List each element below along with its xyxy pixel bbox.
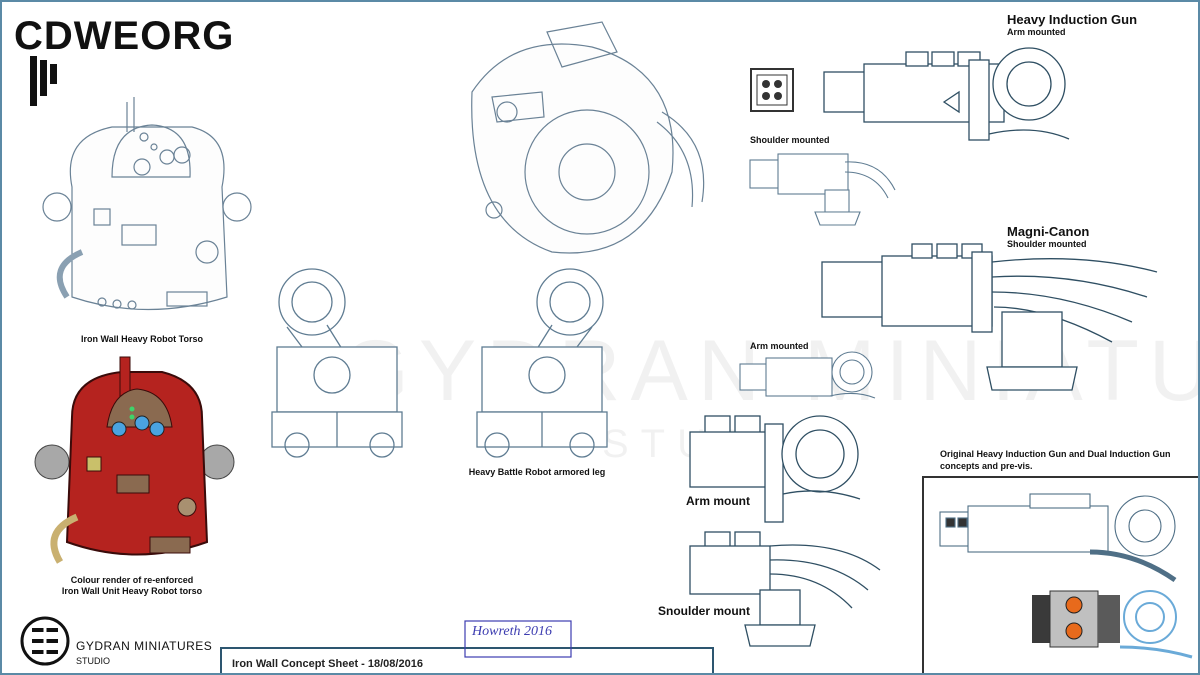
original-concept-colour — [1032, 590, 1193, 659]
heavy-gun-sub: Arm mounted — [1007, 27, 1066, 37]
label-shoulder-mounted: Shoulder mounted — [750, 135, 830, 145]
small-hatch-icon — [750, 68, 794, 112]
caption-colour-render-2: Iron Wall Unit Heavy Robot torso — [61, 586, 203, 596]
signature-box — [464, 620, 572, 658]
sheet-title: Iron Wall Concept Sheet - 18/08/2016 — [232, 658, 423, 670]
heavy-gun-shoulder-drawing — [749, 153, 896, 226]
magni-title: Magni-Canon — [1007, 224, 1090, 239]
label-arm-mounted: Arm mounted — [750, 341, 809, 351]
upper-body-sketch — [471, 21, 705, 254]
label-shoulder-mount: Snoulder mount — [658, 604, 750, 618]
title-bar: Iron Wall Concept Sheet - 18/08/2016 — [220, 647, 714, 673]
label-arm-mount: Arm mount — [686, 494, 750, 508]
magni-sub: Shoulder mounted — [1007, 239, 1087, 249]
leg-sketch-left — [271, 268, 403, 458]
logo-mark-icon — [30, 56, 57, 106]
heavy-gun-arm-drawing — [823, 47, 1070, 141]
caption-torso: Iron Wall Heavy Robot Torso — [80, 334, 203, 344]
heavy-gun-title: Heavy Induction Gun — [1007, 12, 1138, 27]
arm-mounted-small-drawing — [739, 351, 876, 399]
caption-leg: Heavy Battle Robot armored leg — [468, 467, 606, 477]
studio-name: GYDRAN MINIATURES — [76, 639, 213, 653]
caption-colour-render-1: Colour render of re-enforced — [70, 575, 194, 585]
studio-sub: STUDIO — [76, 656, 111, 666]
leg-sketch-right — [476, 268, 608, 458]
shoulder-mount-drawing — [689, 531, 881, 647]
studio-logo-icon — [20, 616, 70, 666]
magni-canon-drawing — [821, 243, 1158, 391]
original-concept-sketch — [939, 493, 1177, 583]
caption-original-2: concepts and pre-vis. — [940, 461, 1033, 471]
artist-signature: Howreth 2016 — [472, 624, 552, 639]
original-concepts-panel — [922, 476, 1198, 673]
caption-original-1: Original Heavy Induction Gun and Dual In… — [940, 449, 1171, 459]
arm-mount-drawing — [689, 415, 861, 523]
brand-logo: CDWEORG — [14, 14, 235, 58]
torso-sketch — [42, 97, 252, 311]
colour-render — [34, 356, 235, 564]
